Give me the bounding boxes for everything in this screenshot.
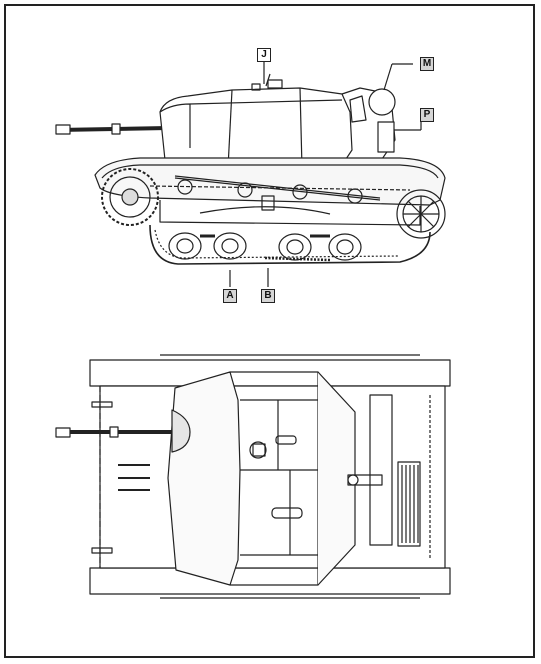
top-gun-barrel	[55, 409, 191, 453]
side-idler-wheel	[396, 189, 446, 239]
top-engine-deck	[347, 394, 431, 560]
side-engine-deck	[341, 87, 396, 166]
top-front-fittings	[91, 401, 150, 554]
callout-a: A	[223, 289, 237, 303]
side-gun-barrel	[55, 123, 169, 135]
side-drive-sprocket	[101, 168, 159, 226]
callout-j: J	[257, 48, 271, 62]
side-lower-hull	[159, 195, 421, 226]
top-view	[55, 354, 451, 599]
side-track	[94, 157, 446, 206]
top-tracks	[89, 354, 451, 599]
side-road-wheels	[149, 224, 431, 265]
side-callout-leaders	[229, 62, 422, 287]
top-hull	[99, 385, 446, 569]
callout-b: B	[261, 289, 275, 303]
side-return-rollers	[177, 179, 363, 204]
callout-m: M	[420, 57, 434, 71]
callout-p: P	[420, 108, 434, 122]
side-view	[55, 62, 446, 287]
side-superstructure	[159, 73, 353, 173]
